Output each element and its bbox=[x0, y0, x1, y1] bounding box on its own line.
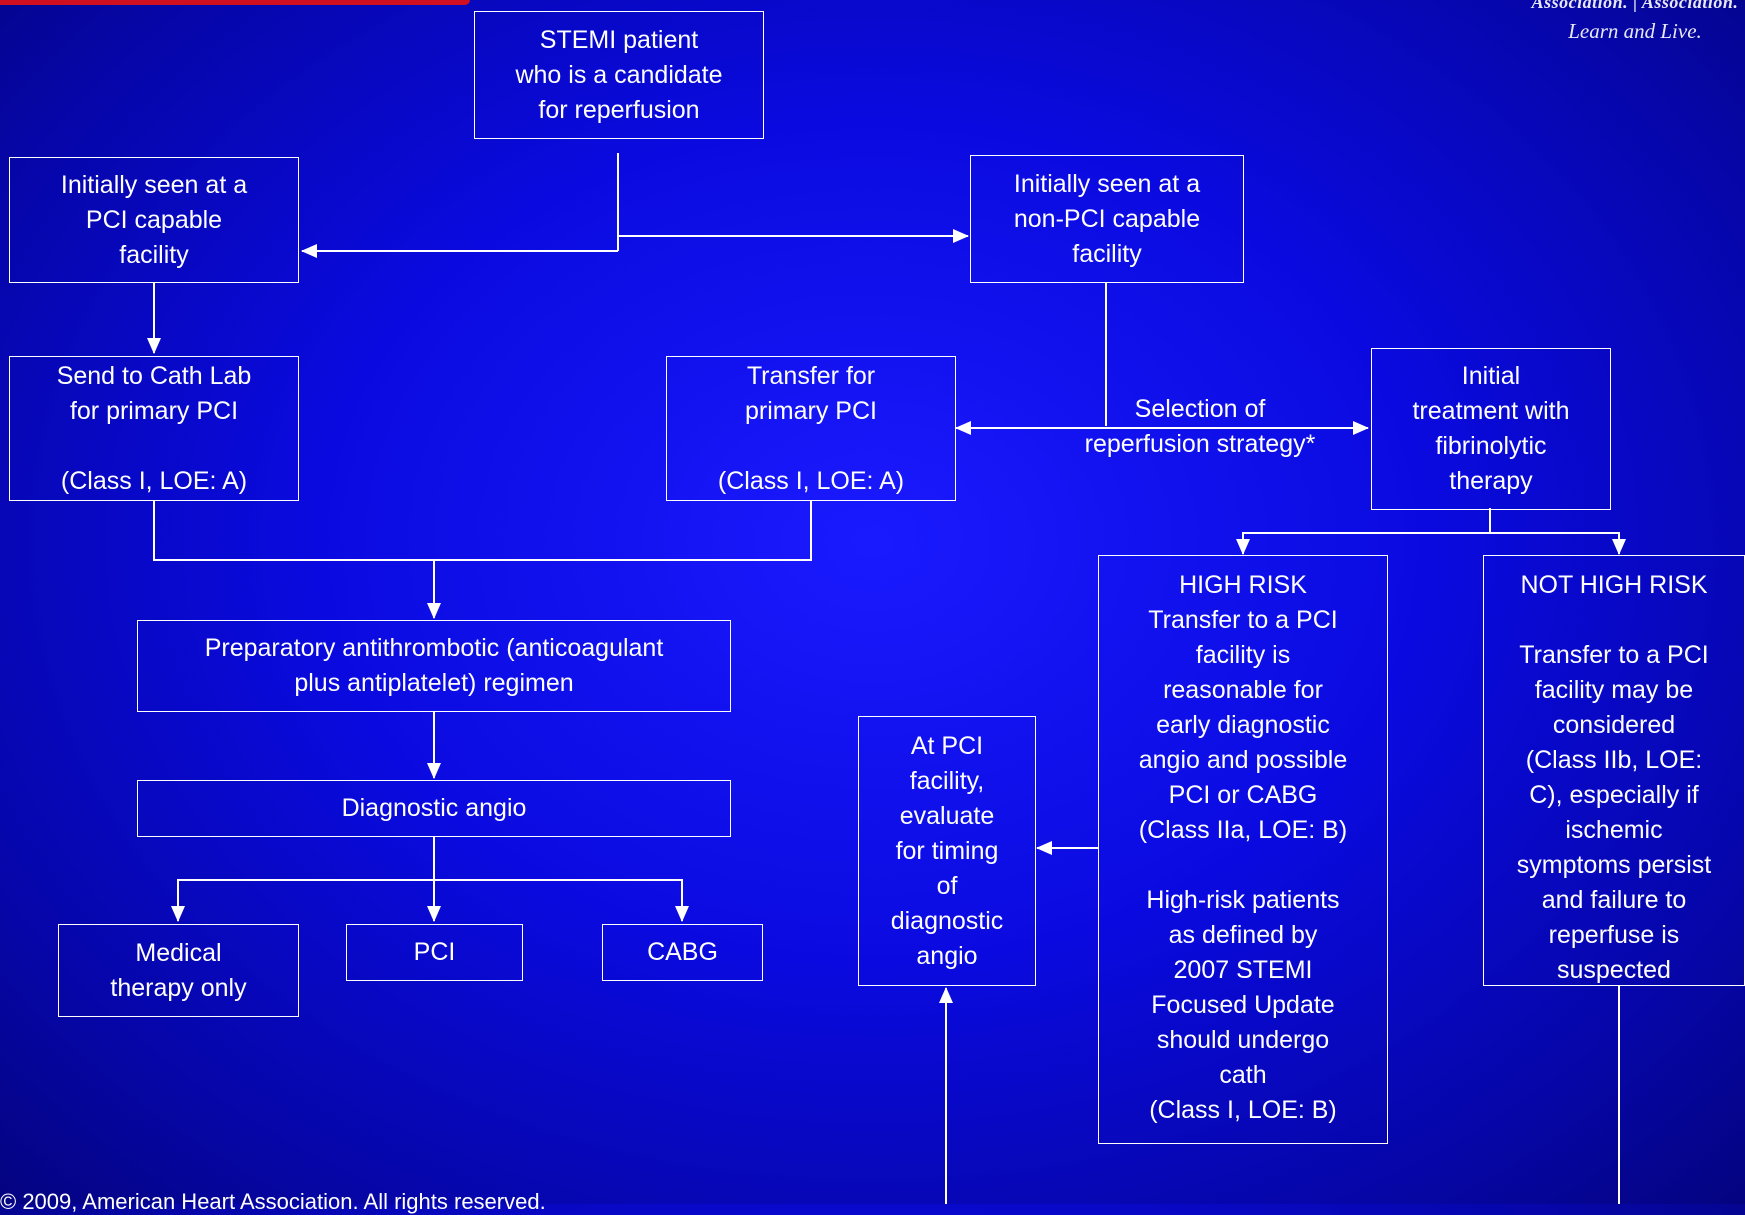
cabg-box: CABG bbox=[602, 924, 763, 981]
fibrinolytic-therapy-box: Initial treatment with fibrinolytic ther… bbox=[1371, 348, 1611, 510]
diagnostic-angio-box: Diagnostic angio bbox=[137, 780, 731, 837]
stemi-patient-box: STEMI patient who is a candidate for rep… bbox=[474, 11, 764, 139]
high-risk-box: HIGH RISK Transfer to a PCI facility is … bbox=[1098, 555, 1388, 1144]
logo-tagline: Learn and Live. bbox=[1568, 19, 1702, 43]
edge-diagnostic-split bbox=[171, 836, 435, 922]
edge-cath-lab-down bbox=[153, 500, 812, 561]
medical-therapy-box: Medical therapy only bbox=[58, 924, 299, 1017]
antithrombotic-regimen-box: Preparatory antithrombotic (anticoagulan… bbox=[137, 620, 731, 712]
cath-lab-box: Send to Cath Lab for primary PCI (Class … bbox=[9, 356, 299, 501]
selection-strategy-label: Selection of reperfusion strategy* bbox=[1084, 395, 1316, 458]
transfer-primary-pci-box: Transfer for primary PCI (Class I, LOE: … bbox=[666, 356, 956, 501]
pci-capable-box: Initially seen at a PCI capable facility bbox=[9, 157, 299, 283]
pci-box: PCI bbox=[346, 924, 523, 981]
edge-fibrinolytic-split bbox=[1236, 508, 1491, 555]
not-high-risk-box: NOT HIGH RISK Transfer to a PCI facility… bbox=[1483, 555, 1745, 986]
copyright-footer: © 2009, American Heart Association. All … bbox=[0, 1189, 546, 1214]
aha-logo: Association. | Association. Learn and Li… bbox=[1525, 0, 1745, 52]
top-accent-bar bbox=[0, 0, 470, 5]
logo-association-text: Association. | Association. bbox=[1531, 0, 1739, 12]
non-pci-capable-box: Initially seen at a non-PCI capable faci… bbox=[970, 155, 1244, 283]
evaluate-timing-box: At PCI facility, evaluate for timing of … bbox=[858, 716, 1036, 986]
